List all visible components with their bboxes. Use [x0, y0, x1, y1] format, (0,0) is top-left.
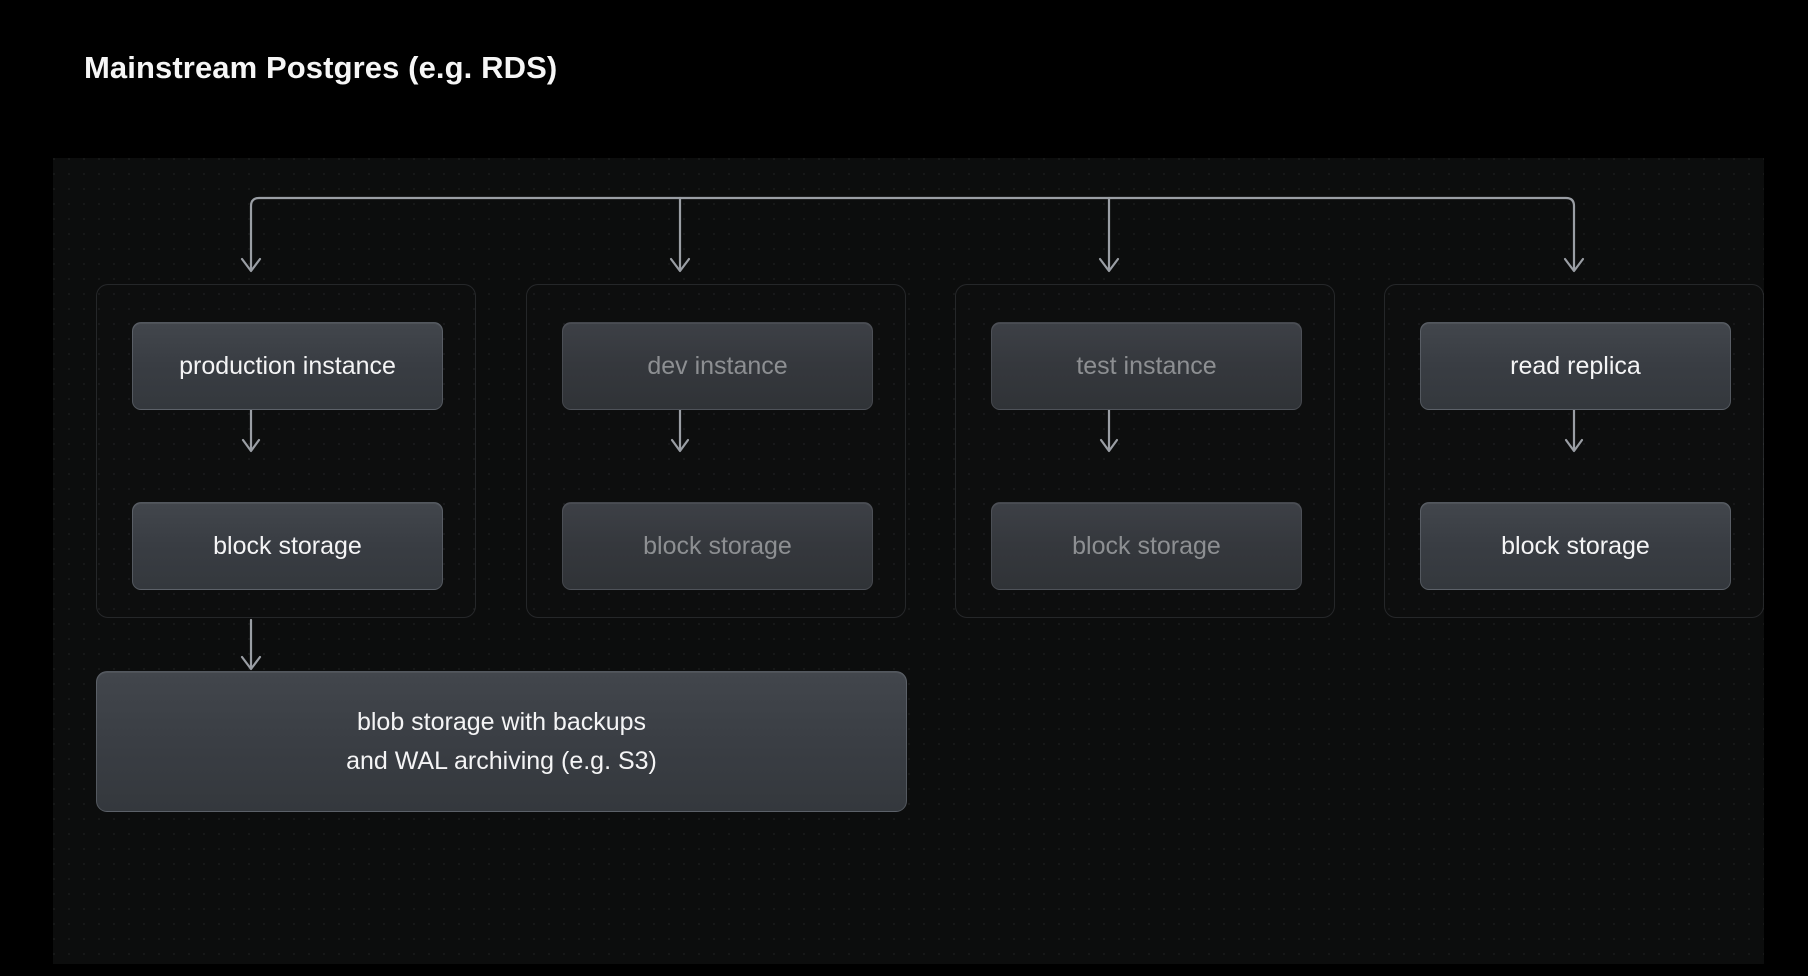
arrowhead-dev: [669, 257, 691, 273]
column-group-test[interactable]: test instance block storage: [955, 284, 1335, 618]
node-read-replica-block-storage[interactable]: block storage: [1420, 502, 1731, 590]
node-read-replica[interactable]: read replica: [1420, 322, 1731, 410]
column-group-dev[interactable]: dev instance block storage: [526, 284, 906, 618]
node-production-block-storage[interactable]: block storage: [132, 502, 443, 590]
node-production-instance[interactable]: production instance: [132, 322, 443, 410]
diagram-canvas: production instance block storage dev in…: [53, 158, 1764, 964]
blob-storage-line-1: blob storage with backups: [356, 707, 647, 736]
bus-wire-top: [249, 196, 1576, 226]
arrowhead-production: [240, 257, 262, 273]
blob-storage-line-2: and WAL archiving (e.g. S3): [346, 746, 657, 775]
node-blob-storage[interactable]: blob storage with backups and WAL archiv…: [96, 671, 907, 812]
page-title: Mainstream Postgres (e.g. RDS): [84, 50, 558, 85]
column-group-production[interactable]: production instance block storage: [96, 284, 476, 618]
arrowhead-read-replica: [1563, 257, 1585, 273]
wire-production-to-blob-storage: [240, 618, 262, 671]
node-dev-block-storage[interactable]: block storage: [562, 502, 873, 590]
node-test-instance[interactable]: test instance: [991, 322, 1302, 410]
node-test-block-storage[interactable]: block storage: [991, 502, 1302, 590]
node-dev-instance[interactable]: dev instance: [562, 322, 873, 410]
arrowhead-test: [1098, 257, 1120, 273]
column-group-read-replica[interactable]: read replica block storage: [1384, 284, 1764, 618]
